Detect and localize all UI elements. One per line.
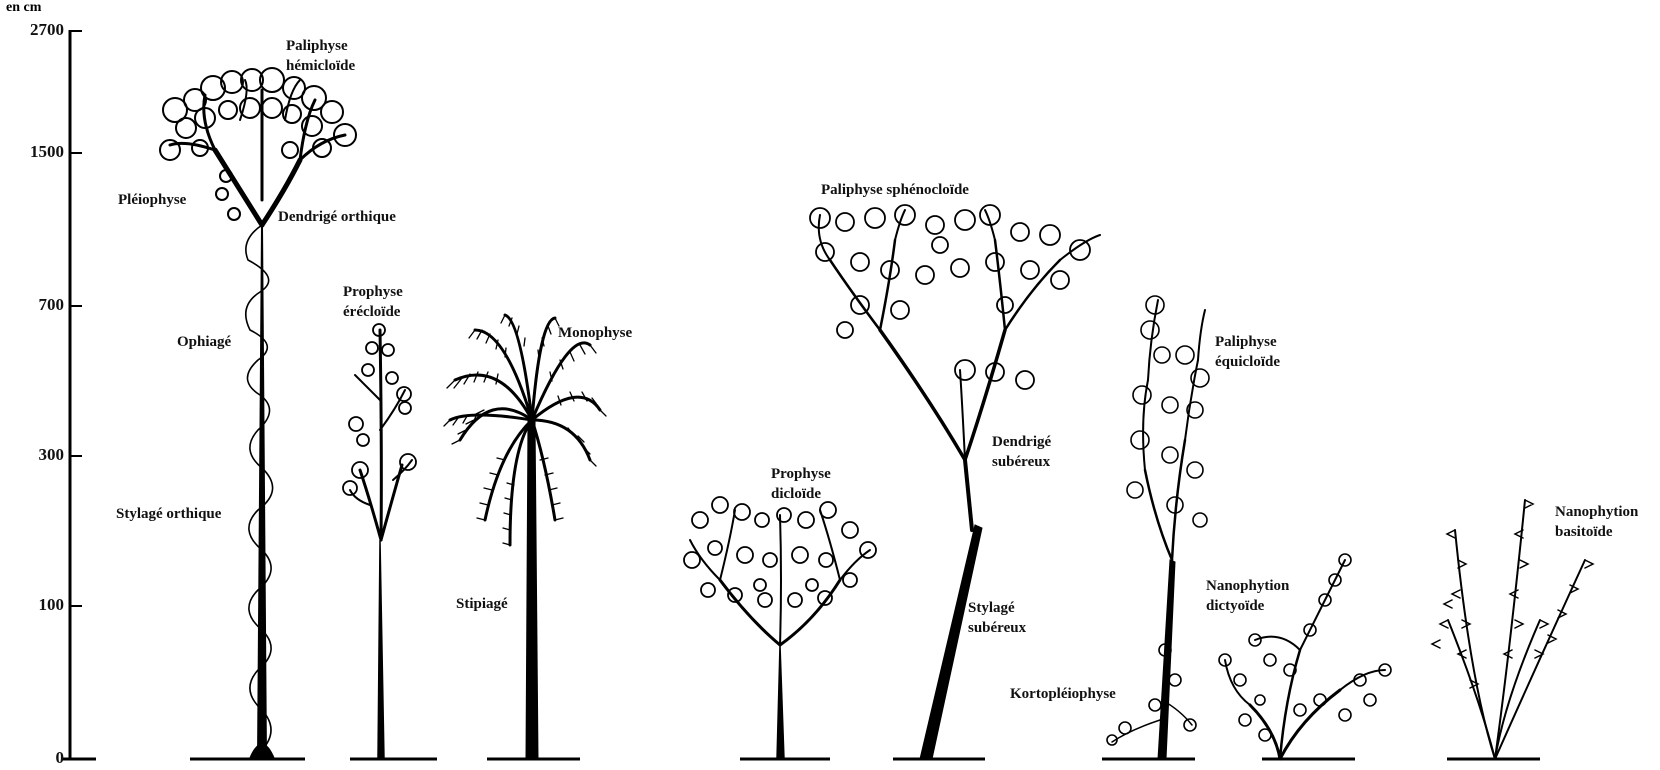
- tree-monophyse-palm: [444, 315, 606, 759]
- label-line: Stylagé: [968, 598, 1026, 618]
- label-prophyse-dicloide: Prophyse dicloïde: [771, 464, 831, 504]
- label-kortopleiophyse: Kortopléiophyse: [1010, 684, 1116, 704]
- label-line: Prophyse: [343, 282, 403, 302]
- tree-paliphyse-hemicloide: [160, 68, 356, 759]
- label-line: Paliphyse: [1215, 332, 1280, 352]
- label-line: érécloïde: [343, 302, 403, 322]
- label-line: équicloïde: [1215, 352, 1280, 372]
- label-stipiage: Stipiagé: [456, 594, 508, 614]
- label-line: Nanophytion: [1555, 502, 1638, 522]
- label-line: Prophyse: [771, 464, 831, 484]
- label-prophyse-erecloide: Prophyse érécloïde: [343, 282, 403, 322]
- label-line: dicloïde: [771, 484, 831, 504]
- label-stylage-subereux: Stylagé subéreux: [968, 598, 1026, 638]
- label-line: basitoïde: [1555, 522, 1638, 542]
- label-line: subéreux: [992, 452, 1051, 472]
- label-pleiophyse: Pléiophyse: [118, 190, 186, 210]
- label-line: subéreux: [968, 618, 1026, 638]
- tree-prophyse-dicloide: [684, 497, 876, 759]
- tick-label-100: 100: [4, 595, 64, 615]
- tree-paliphyse-sphenocloide: [810, 205, 1100, 759]
- tick-label-0: 0: [4, 748, 64, 768]
- label-paliphyse-sphenocloide: Paliphyse sphénocloïde: [821, 180, 969, 200]
- label-line: dictyoïde: [1206, 596, 1289, 616]
- tick-label-2700: 2700: [4, 20, 64, 40]
- label-dendrige-subereux: Dendrigé subéreux: [992, 432, 1051, 472]
- tree-prophyse-erecloide: [343, 324, 416, 759]
- axis-unit-label: en cm: [6, 0, 41, 16]
- label-stylage-orthique: Stylagé orthique: [116, 504, 221, 524]
- tick-label-1500: 1500: [4, 142, 64, 162]
- tick-label-700: 700: [4, 295, 64, 315]
- tick-label-300: 300: [4, 445, 64, 465]
- label-nanophytion-dictyoide: Nanophytion dictyoïde: [1206, 576, 1289, 616]
- label-dendrige-orthique: Dendrigé orthique: [278, 207, 396, 227]
- label-line: hémicloïde: [286, 56, 355, 76]
- label-line: Paliphyse: [286, 36, 355, 56]
- label-ophiage: Ophiagé: [177, 332, 231, 352]
- label-line: Nanophytion: [1206, 576, 1289, 596]
- tree-paliphyse-equicloide: [1107, 296, 1209, 759]
- label-paliphyse-equicloide: Paliphyse équicloïde: [1215, 332, 1280, 372]
- label-line: Dendrigé: [992, 432, 1051, 452]
- label-paliphyse-hemicloide: Paliphyse hémicloïde: [286, 36, 355, 76]
- label-monophyse: Monophyse: [558, 323, 632, 343]
- label-nanophytion-basitoide: Nanophytion basitoïde: [1555, 502, 1638, 542]
